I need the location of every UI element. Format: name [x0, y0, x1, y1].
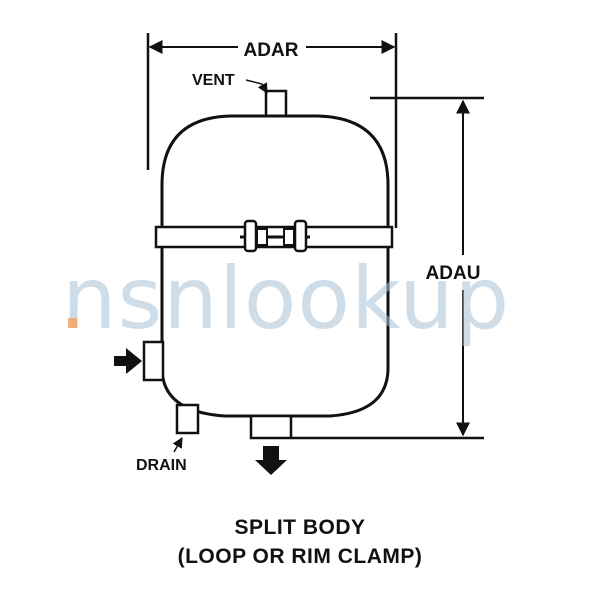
clamp-bolt — [240, 219, 310, 253]
drain-leader — [172, 437, 183, 453]
vent-leader — [245, 79, 268, 94]
vent-label: VENT — [192, 72, 235, 89]
outlet-arrow-icon — [255, 446, 287, 475]
watermark-accent-dot — [68, 318, 77, 328]
height-dimension: ADAU — [292, 96, 484, 440]
outlet-pipe — [249, 414, 293, 440]
caption-line-1: SPLIT BODY — [234, 516, 366, 539]
inlet-arrow-icon — [114, 348, 142, 374]
width-dimension-label: ADAR — [244, 40, 299, 61]
height-dimension-label: ADAU — [426, 263, 481, 284]
width-dimension: ADAR — [146, 33, 398, 228]
drain-label: DRAIN — [136, 457, 187, 474]
watermark: nsnlookup — [62, 249, 510, 349]
drain-pipe — [175, 403, 200, 435]
watermark-text: nsnlookup — [62, 249, 510, 349]
inlet-pipe — [142, 340, 165, 382]
tank — [142, 89, 394, 440]
caption-line-2: (LOOP OR RIM CLAMP) — [177, 545, 423, 568]
